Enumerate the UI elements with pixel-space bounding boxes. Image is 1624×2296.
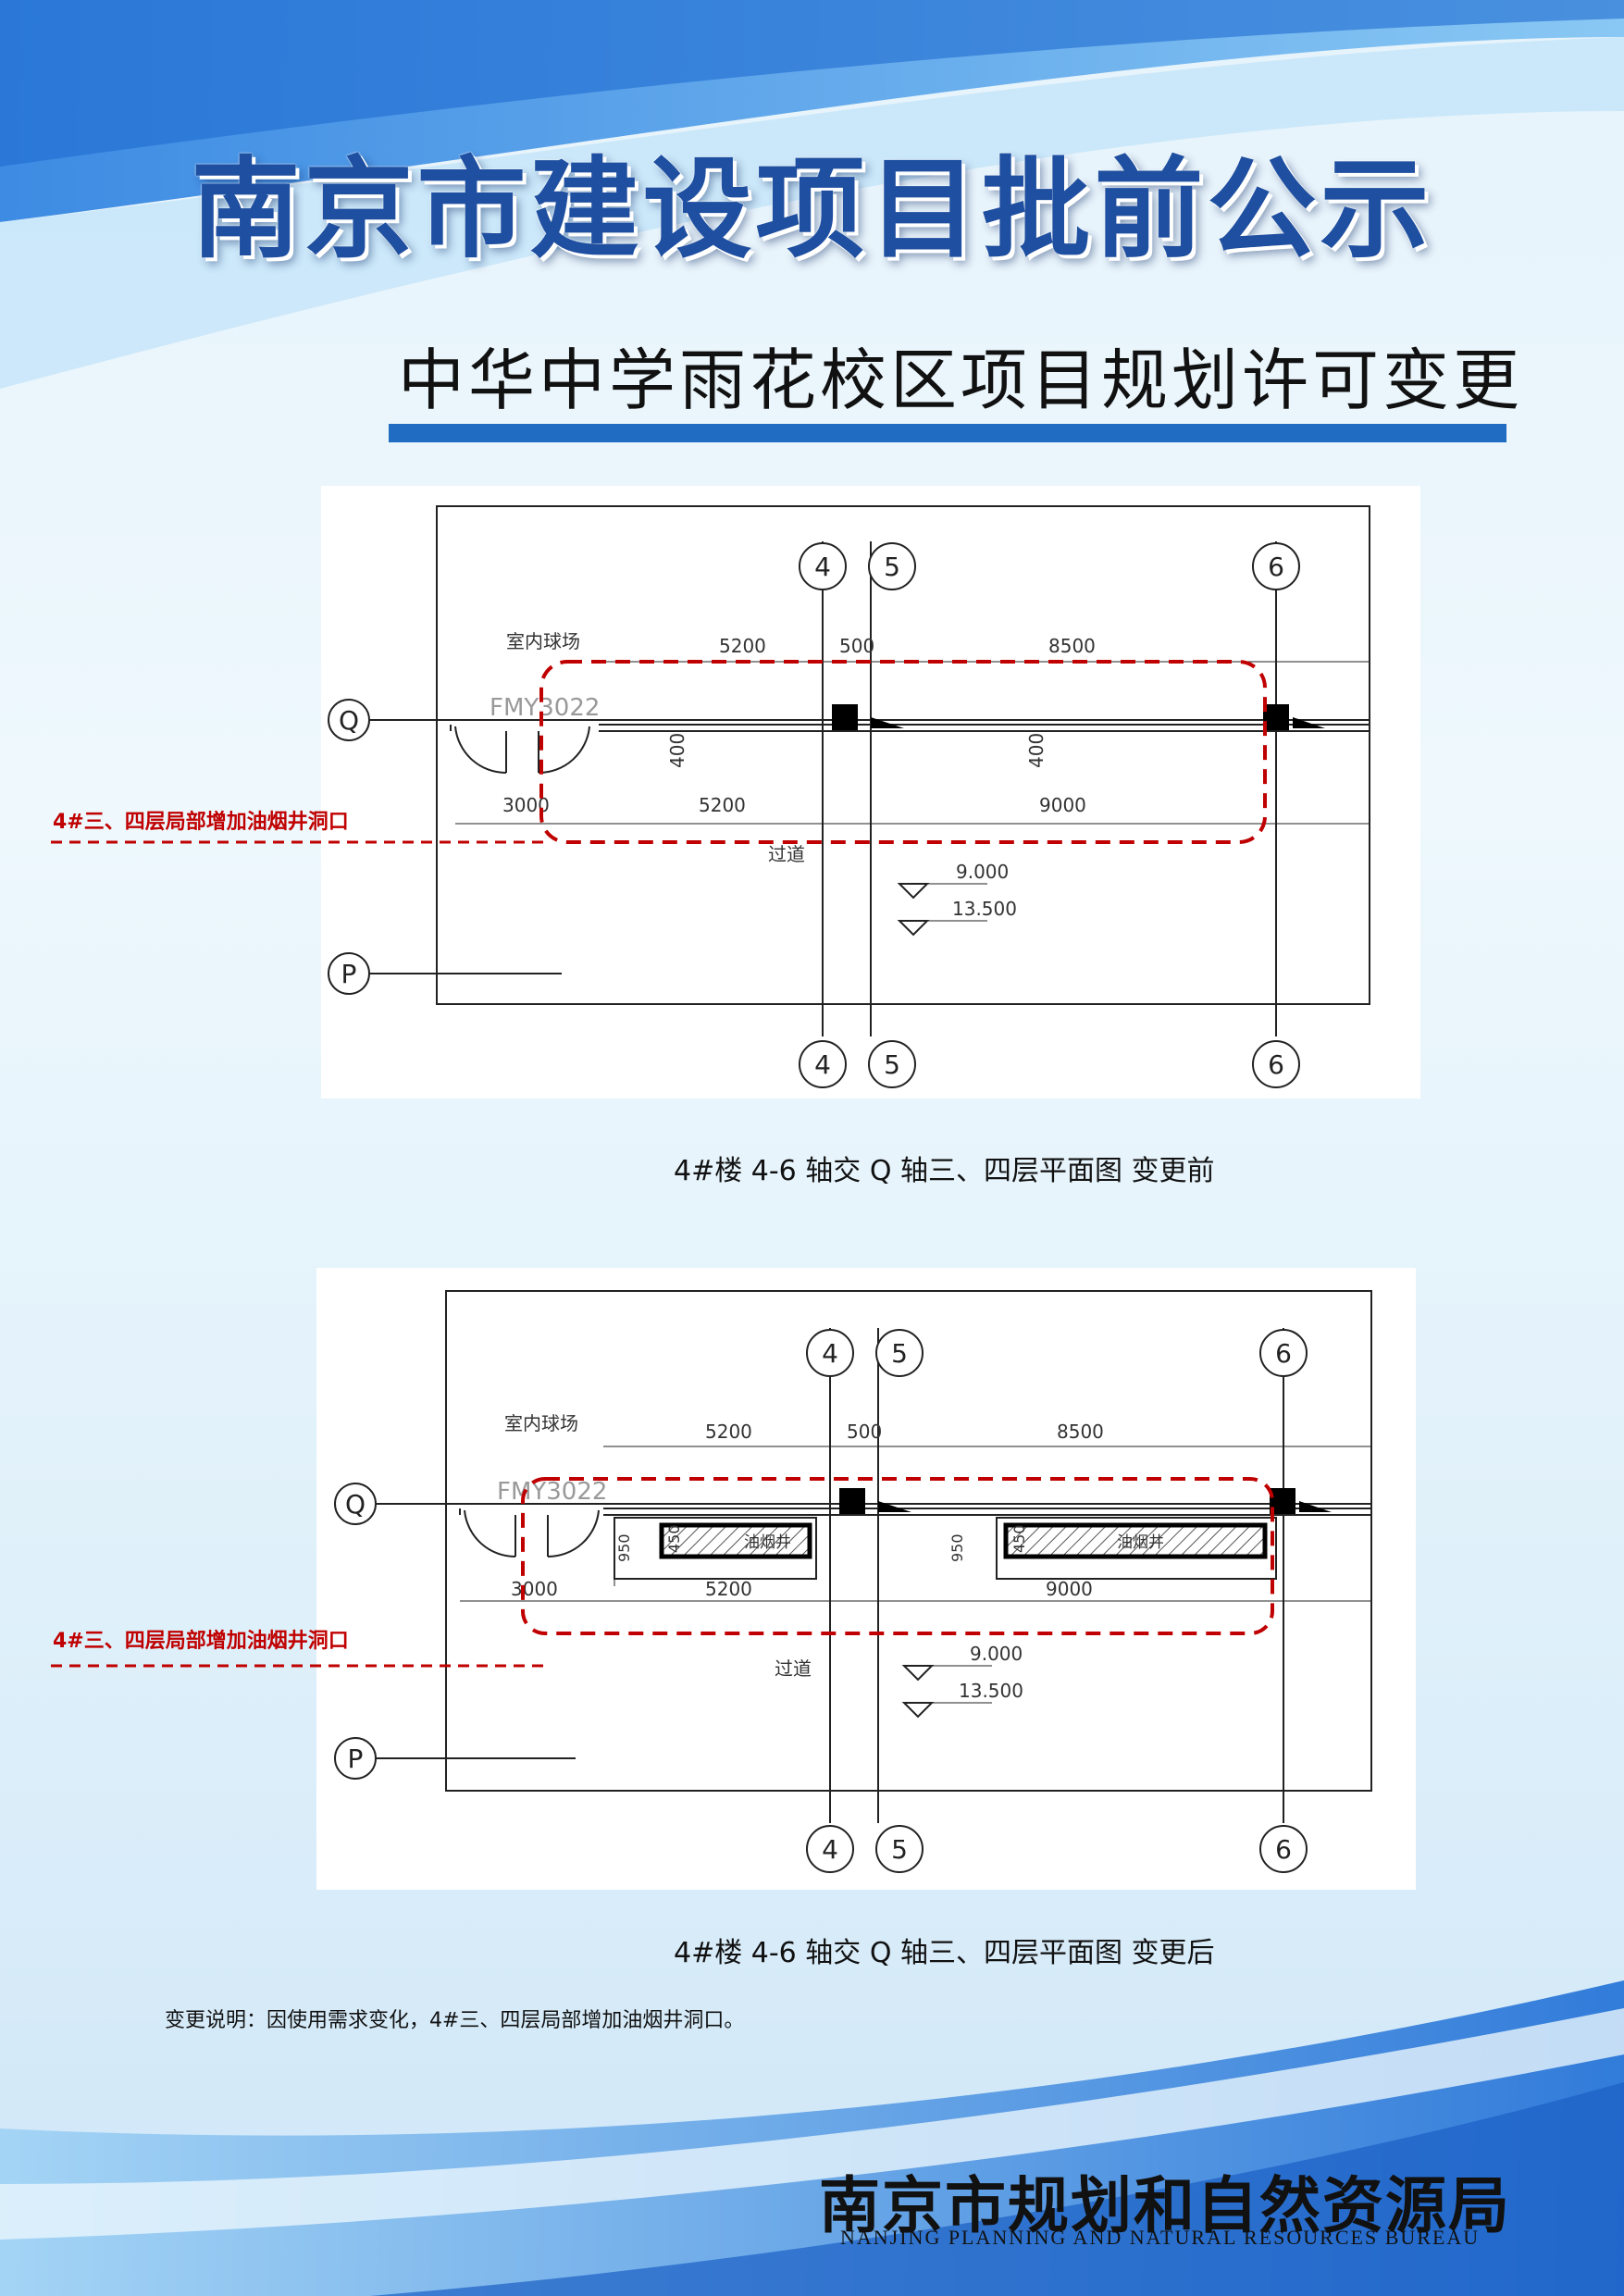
axis-4-top: 4 (814, 552, 831, 582)
bureau-name-en: NANJING PLANNING AND NATURAL RESOURCES B… (840, 2226, 1481, 2249)
shaft-1 (659, 1522, 812, 1559)
callout-after: 4#三、四层局部增加油烟井洞口 (53, 1630, 349, 1653)
axis-5-top: 5 (891, 1338, 908, 1369)
change-note: 变更说明：因使用需求变化，4#三、四层局部增加油烟井洞口。 (165, 2009, 745, 2032)
dim-bottom-3: 9000 (1039, 794, 1086, 816)
axis-6-bottom: 6 (1268, 1049, 1284, 1080)
axis-q: Q (339, 705, 359, 736)
elevation-1: 9.000 (970, 1643, 1023, 1665)
dim-wall-1: 400 (666, 733, 688, 768)
room-label: 室内球场 (504, 1412, 578, 1434)
axis-6-top: 6 (1275, 1338, 1292, 1369)
room-label: 室内球场 (506, 630, 580, 652)
plan-border (445, 1290, 1372, 1792)
elevation-1: 9.000 (956, 861, 1009, 883)
dim-top-2: 500 (847, 1421, 882, 1443)
elevation-2: 13.500 (952, 898, 1017, 920)
axis-6-top: 6 (1268, 552, 1284, 582)
shaft-label-1: 油烟井 (744, 1533, 791, 1552)
dim-bottom-2: 5200 (705, 1578, 752, 1600)
callout-line-after (51, 1664, 546, 1668)
axis-q: Q (345, 1489, 366, 1520)
floor-plan-before: 4 5 6 4 5 6 Q P 室内球场 FMY3022 5200 500 85… (328, 505, 1370, 1088)
bureau-name-cn: 南京市规划和自然资源局 (819, 2169, 1511, 2241)
main-title: 南京市建设项目批前公示 (191, 144, 1433, 273)
highlight-box (539, 660, 1267, 844)
drawing-before: 4 5 6 4 5 6 Q P 室内球场 FMY3022 5200 500 85… (321, 486, 1420, 1098)
column-6 (1263, 704, 1289, 730)
dim-shaft-h2: 950 (948, 1533, 966, 1562)
corridor-label: 过道 (768, 843, 805, 865)
elevation-2: 13.500 (959, 1680, 1023, 1702)
dim-shaft-w2: 450 (1010, 1524, 1028, 1553)
axis-5-top: 5 (884, 552, 900, 582)
callout-before: 4#三、四层局部增加油烟井洞口 (53, 811, 349, 834)
caption-after: 4#楼 4-6 轴交 Q 轴三、四层平面图 变更后 (674, 1937, 1215, 1969)
title-rule (389, 424, 1506, 442)
dim-top-1: 5200 (705, 1421, 752, 1443)
column-4 (839, 1488, 865, 1514)
corridor-label: 过道 (775, 1657, 812, 1680)
shaft-label-2: 油烟井 (1117, 1533, 1164, 1552)
dim-top-2: 500 (839, 635, 874, 657)
dim-top-3: 8500 (1057, 1421, 1104, 1443)
axis-4-bottom: 4 (814, 1049, 831, 1080)
column-4 (832, 704, 858, 730)
axis-5-bottom: 5 (891, 1834, 908, 1865)
callout-line-before (51, 840, 551, 844)
dim-top-3: 8500 (1048, 635, 1096, 657)
door-label: FMY3022 (497, 1478, 607, 1506)
dim-shaft-h1: 950 (615, 1533, 633, 1562)
dim-bottom-1: 3000 (511, 1578, 558, 1600)
axis-4-bottom: 4 (822, 1834, 838, 1865)
axis-6-bottom: 6 (1275, 1834, 1292, 1865)
highlight-box (521, 1477, 1274, 1635)
dim-bottom-2: 5200 (699, 794, 746, 816)
dim-top-1: 5200 (719, 635, 766, 657)
dim-bottom-3: 9000 (1046, 1578, 1093, 1600)
sub-title: 中华中学雨花校区项目规划许可变更 (398, 341, 1524, 419)
axis-p: P (341, 959, 357, 989)
axis-p: P (348, 1744, 364, 1774)
plan-border (436, 505, 1370, 1005)
dim-wall-2: 400 (1025, 733, 1048, 768)
dim-shaft-w1: 450 (665, 1524, 683, 1553)
floor-plan-after: 4 5 6 4 5 6 Q P 室内球场 FMY3022 5200 500 85… (334, 1290, 1372, 1873)
shaft-2 (1003, 1522, 1268, 1559)
drawing-after: 4 5 6 4 5 6 Q P 室内球场 FMY3022 5200 500 85… (316, 1268, 1416, 1890)
caption-before: 4#楼 4-6 轴交 Q 轴三、四层平面图 变更前 (674, 1155, 1215, 1187)
axis-5-bottom: 5 (884, 1049, 900, 1080)
axis-4-top: 4 (822, 1338, 838, 1369)
door-label: FMY3022 (490, 694, 600, 722)
